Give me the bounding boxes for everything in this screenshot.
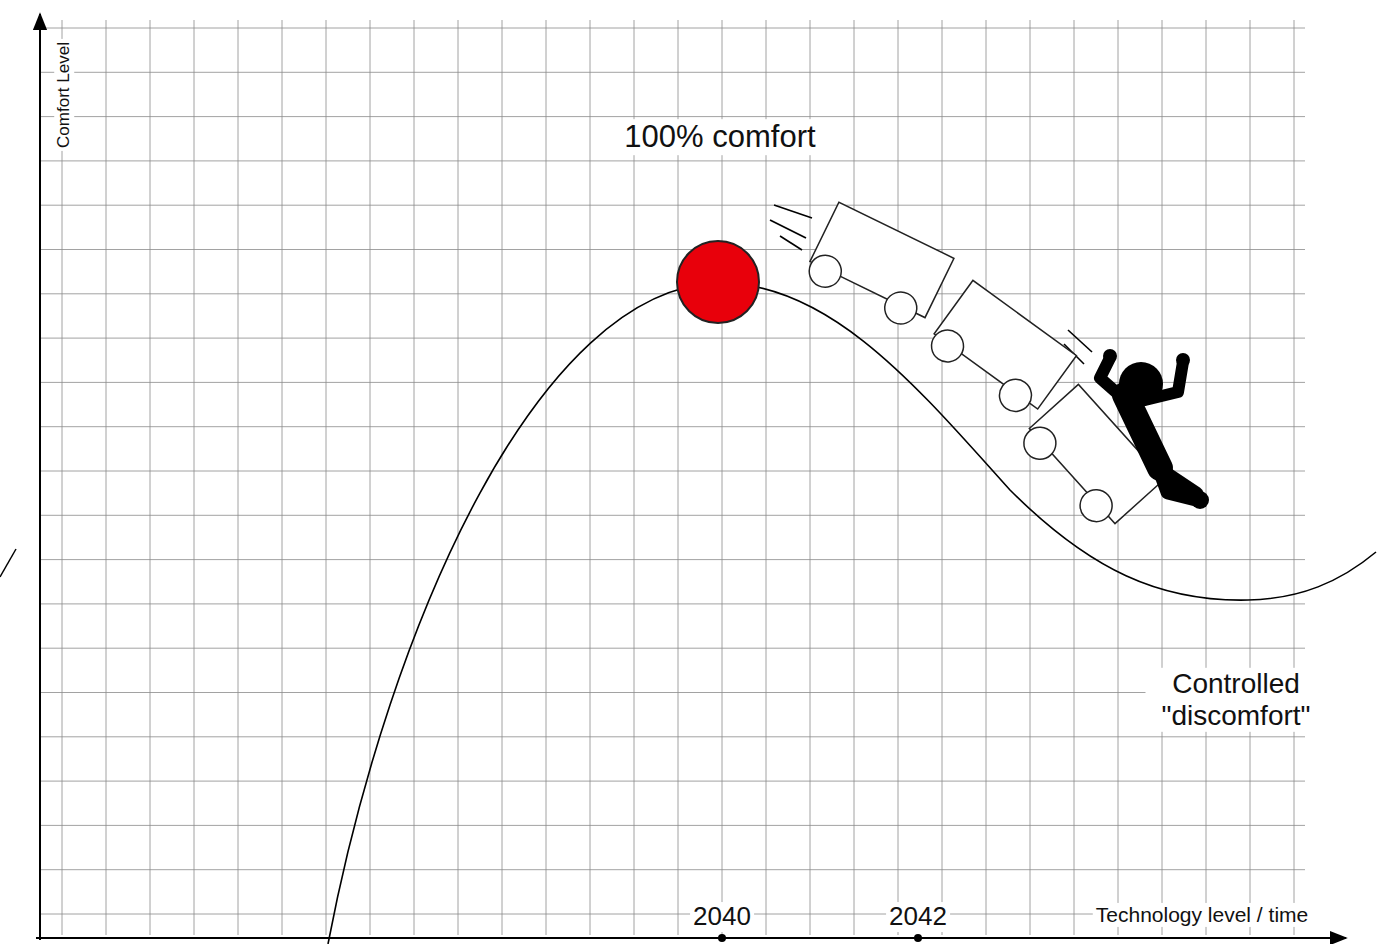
coaster-car <box>802 202 954 334</box>
person-head <box>1119 362 1163 406</box>
tick-dot <box>718 934 726 942</box>
grid-line <box>40 116 1305 117</box>
grid-line <box>40 869 1305 870</box>
speed-line <box>1068 330 1092 352</box>
axis-title: Technology level / time <box>1093 903 1311 927</box>
grid-line <box>678 20 679 935</box>
x-axis <box>36 937 1346 939</box>
person-hand <box>1176 353 1190 367</box>
person-hand <box>1103 349 1117 363</box>
curve-stub <box>0 549 16 577</box>
grid-line <box>942 20 943 935</box>
grid-line <box>150 20 151 935</box>
coaster-car <box>1016 384 1164 535</box>
grid-line <box>40 825 1305 826</box>
grid-line <box>810 20 811 935</box>
grid-line <box>40 736 1305 737</box>
grid-line <box>1250 20 1251 935</box>
peak-ball <box>677 241 759 323</box>
car-wheel <box>1074 483 1119 528</box>
grid-line <box>1294 20 1295 935</box>
person-body <box>1125 395 1160 468</box>
grid-line <box>40 28 1305 29</box>
grid-line <box>986 20 987 935</box>
tick-label: 2042 <box>886 902 950 932</box>
grid <box>40 20 1305 935</box>
grid-line <box>40 293 1305 294</box>
falling-person <box>1100 349 1209 509</box>
grid-line <box>282 20 283 935</box>
grid-line <box>40 160 1305 161</box>
grid-line <box>326 20 327 935</box>
grid-line <box>106 20 107 935</box>
grid-line <box>546 20 547 935</box>
speed-line <box>780 236 802 250</box>
car-wheel <box>993 373 1038 418</box>
grid-line <box>40 249 1305 250</box>
car-wheel <box>925 324 970 369</box>
car-wheel <box>804 250 847 293</box>
grid-line <box>40 382 1305 383</box>
grid-line <box>40 648 1305 649</box>
car-wheel <box>1017 421 1062 466</box>
grid-line <box>1206 20 1207 935</box>
coaster-car <box>924 280 1077 423</box>
grid-line <box>898 20 899 935</box>
grid-line <box>40 603 1305 604</box>
grid-line <box>40 781 1305 782</box>
comfort-curve <box>328 283 1376 944</box>
axis-title: Comfort Level <box>54 39 74 151</box>
grid-line <box>766 20 767 935</box>
grid-line <box>238 20 239 935</box>
grid-line <box>590 20 591 935</box>
grid-line <box>40 692 1305 693</box>
grid-line <box>502 20 503 935</box>
grid-line <box>40 338 1305 339</box>
car-wheel <box>879 287 922 330</box>
grid-line <box>194 20 195 935</box>
grid-line <box>40 559 1305 560</box>
annotation: Controlled "discomfort" <box>1146 668 1327 732</box>
grid-line <box>370 20 371 935</box>
grid-line <box>414 20 415 935</box>
grid-line <box>634 20 635 935</box>
grid-line <box>722 20 723 935</box>
grid-line <box>62 20 63 935</box>
grid-line <box>854 20 855 935</box>
grid-line <box>458 20 459 935</box>
tick-dot <box>914 934 922 942</box>
person-foot <box>1191 491 1209 509</box>
annotation: 100% comfort <box>621 119 818 155</box>
speed-line <box>774 205 812 218</box>
tick-label: 2040 <box>690 902 754 932</box>
grid-line <box>1030 20 1031 935</box>
grid-line <box>40 72 1305 73</box>
speed-line <box>770 220 806 238</box>
y-axis <box>39 14 41 940</box>
grid-line <box>40 205 1305 206</box>
